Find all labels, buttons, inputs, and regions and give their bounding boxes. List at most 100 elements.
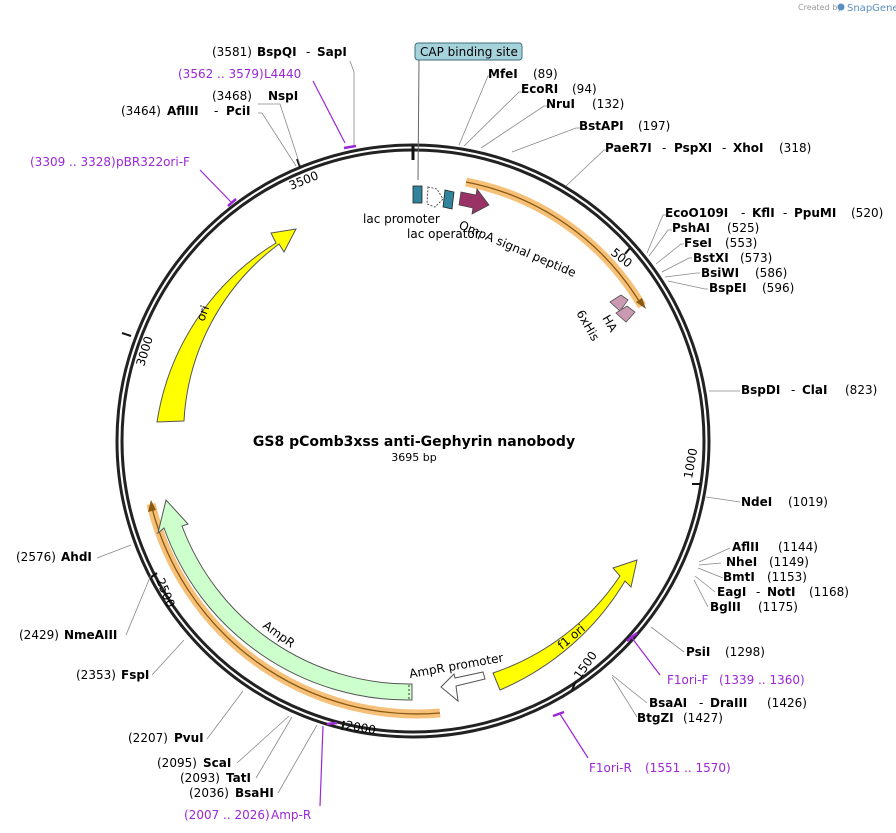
- site-ndei[interactable]: NdeI (1019): [741, 495, 828, 509]
- site-nrui[interactable]: NruI (132): [546, 97, 624, 111]
- site-name: KflI: [752, 206, 775, 220]
- primer-f1ori-f[interactable]: F1ori-F (1339 .. 1360): [667, 673, 805, 687]
- ompa-signal-arrow[interactable]: [458, 188, 490, 215]
- site-tati[interactable]: (2093) TatI: [180, 771, 251, 785]
- site-afliii-pcii[interactable]: (3464) AflIII - PciI: [121, 104, 251, 118]
- site-name: ClaI: [802, 383, 827, 397]
- primer-name: F1ori-F: [667, 673, 708, 687]
- plasmid-title: GS8 pComb3xss anti-Gephyrin nanobody: [253, 434, 575, 450]
- his-label: 6xHis: [573, 308, 602, 344]
- site-separator: -: [756, 585, 760, 599]
- site-name: BsaAI: [649, 696, 687, 710]
- primer-range: (1339 .. 1360): [719, 673, 805, 687]
- credit-prefix: Created by: [798, 3, 842, 12]
- ampr-promoter-arrow[interactable]: [440, 671, 486, 703]
- site-name: PaeR7I: [605, 141, 652, 155]
- tick-mark: [571, 680, 577, 691]
- site-separator: -: [306, 45, 310, 59]
- site-aflii[interactable]: AflII (1144): [732, 540, 818, 554]
- ori-arrow[interactable]: [156, 228, 297, 423]
- site-position: (586): [755, 266, 787, 280]
- ompa-label: OmpA signal peptide: [457, 218, 578, 280]
- site-position: (1168): [809, 585, 849, 599]
- site-name: NruI: [546, 97, 575, 111]
- site-name: AflIII: [167, 104, 199, 118]
- site-position: (94): [572, 82, 597, 96]
- site-position: (520): [851, 206, 883, 220]
- site-bsahi[interactable]: (2036) BsaHI: [189, 786, 274, 800]
- site-pshai[interactable]: PshAI (525): [672, 221, 759, 235]
- his-tag-arrow[interactable]: [609, 294, 629, 312]
- cap-binding-site-box[interactable]: [414, 42, 523, 61]
- cap-segment-box[interactable]: [442, 189, 455, 210]
- tick-mark: [624, 247, 631, 255]
- site-bsaai-draiii[interactable]: BsaAI - DraIII (1426): [649, 696, 807, 710]
- site-bstapi[interactable]: BstAPI (197): [579, 119, 670, 133]
- site-bglii[interactable]: BglII (1175): [710, 600, 798, 614]
- site-name: AhdI: [61, 550, 92, 564]
- primer-pbr322ori-f[interactable]: (3309 .. 3328) pBR322ori-F: [30, 155, 190, 169]
- site-position: (525): [727, 221, 759, 235]
- site-nspi[interactable]: (3468) NspI: [212, 89, 298, 103]
- site-position: (2353): [76, 668, 116, 682]
- site-bsiwi[interactable]: BsiWI (586): [701, 266, 787, 280]
- site-bstxi[interactable]: BstXI (573): [693, 251, 772, 265]
- site-mfei[interactable]: MfeI (89): [488, 67, 558, 81]
- site-name: NdeI: [741, 495, 772, 509]
- site-fsei[interactable]: FseI (553): [684, 236, 757, 250]
- site-name: XhoI: [733, 141, 764, 155]
- site-ecoo109i-kfli-ppumi[interactable]: EcoO109I - KflI - PpuMI (520): [665, 206, 883, 220]
- site-name: BspQI: [257, 45, 297, 59]
- site-ecori[interactable]: EcoRI (94): [521, 82, 597, 96]
- primer-name: Amp-R: [271, 808, 311, 822]
- tick-label-3000: 3000: [133, 335, 155, 368]
- site-name: NotI: [767, 585, 796, 599]
- primer-f1ori-r[interactable]: F1ori-R (1551 .. 1570): [589, 761, 731, 775]
- primer-range: (3562 .. 3579): [178, 67, 264, 81]
- primer-amp-r[interactable]: (2007 .. 2026) Amp-R: [184, 808, 311, 822]
- site-position: (2036): [189, 786, 229, 800]
- site-separator: -: [791, 383, 795, 397]
- site-name: BspDI: [741, 383, 780, 397]
- site-name: BsaHI: [235, 786, 274, 800]
- site-eagi-noti[interactable]: EagI - NotI (1168): [717, 585, 849, 599]
- site-name: PciI: [226, 104, 251, 118]
- site-pvui[interactable]: (2207) PvuI: [128, 731, 204, 745]
- site-paer7i-pspxi-xhoi[interactable]: PaeR7I - PspXI - XhoI (318): [605, 141, 811, 155]
- site-separator: -: [214, 104, 218, 118]
- ampr-arrow[interactable]: [157, 498, 413, 701]
- site-btgzi[interactable]: BtgZI (1427): [637, 711, 723, 725]
- tick-label-1000: 1000: [681, 447, 700, 480]
- credit-brand: SnapGene: [847, 3, 896, 14]
- snapgene-credit: Created by SnapGene: [798, 3, 896, 14]
- site-name: DraIII: [710, 696, 747, 710]
- lac-promoter-box[interactable]: [412, 185, 423, 204]
- ha-tag-arrow[interactable]: [615, 305, 636, 323]
- site-psii[interactable]: PsiI (1298): [686, 645, 765, 659]
- site-bspdi-clai[interactable]: BspDI - ClaI (823): [741, 383, 877, 397]
- site-position: (197): [638, 119, 670, 133]
- site-bspqi-sapi[interactable]: (3581) BspQI - SapI: [212, 45, 347, 59]
- site-nmeaiii[interactable]: (2429) NmeAIII: [19, 628, 117, 642]
- ampr-orf-arrowhead: [148, 500, 156, 512]
- site-scai[interactable]: (2095) ScaI: [157, 756, 231, 770]
- site-position: (2576): [16, 550, 56, 564]
- site-nhei[interactable]: NheI (1149): [726, 555, 809, 569]
- primer-l4440[interactable]: (3562 .. 3579) L4440: [178, 67, 301, 81]
- primer-range: (3309 .. 3328): [30, 155, 116, 169]
- site-bmti[interactable]: BmtI (1153): [723, 570, 807, 584]
- site-fspi[interactable]: (2353) FspI: [76, 668, 149, 682]
- cap-leader: [417, 59, 420, 181]
- primer-leaders: [199, 80, 661, 807]
- site-bspei[interactable]: BspEI (596): [709, 281, 794, 295]
- site-name: MfeI: [488, 67, 518, 81]
- lac-operator-arrow[interactable]: [426, 186, 444, 208]
- f1ori-arrow[interactable]: [492, 559, 638, 691]
- tick-label-2500: 2500: [153, 576, 177, 610]
- site-name: BstAPI: [579, 119, 624, 133]
- site-ahdi[interactable]: (2576) AhdI: [16, 550, 92, 564]
- site-position: (1298): [725, 645, 765, 659]
- site-position: (2207): [128, 731, 168, 745]
- site-name: BtgZI: [637, 711, 674, 725]
